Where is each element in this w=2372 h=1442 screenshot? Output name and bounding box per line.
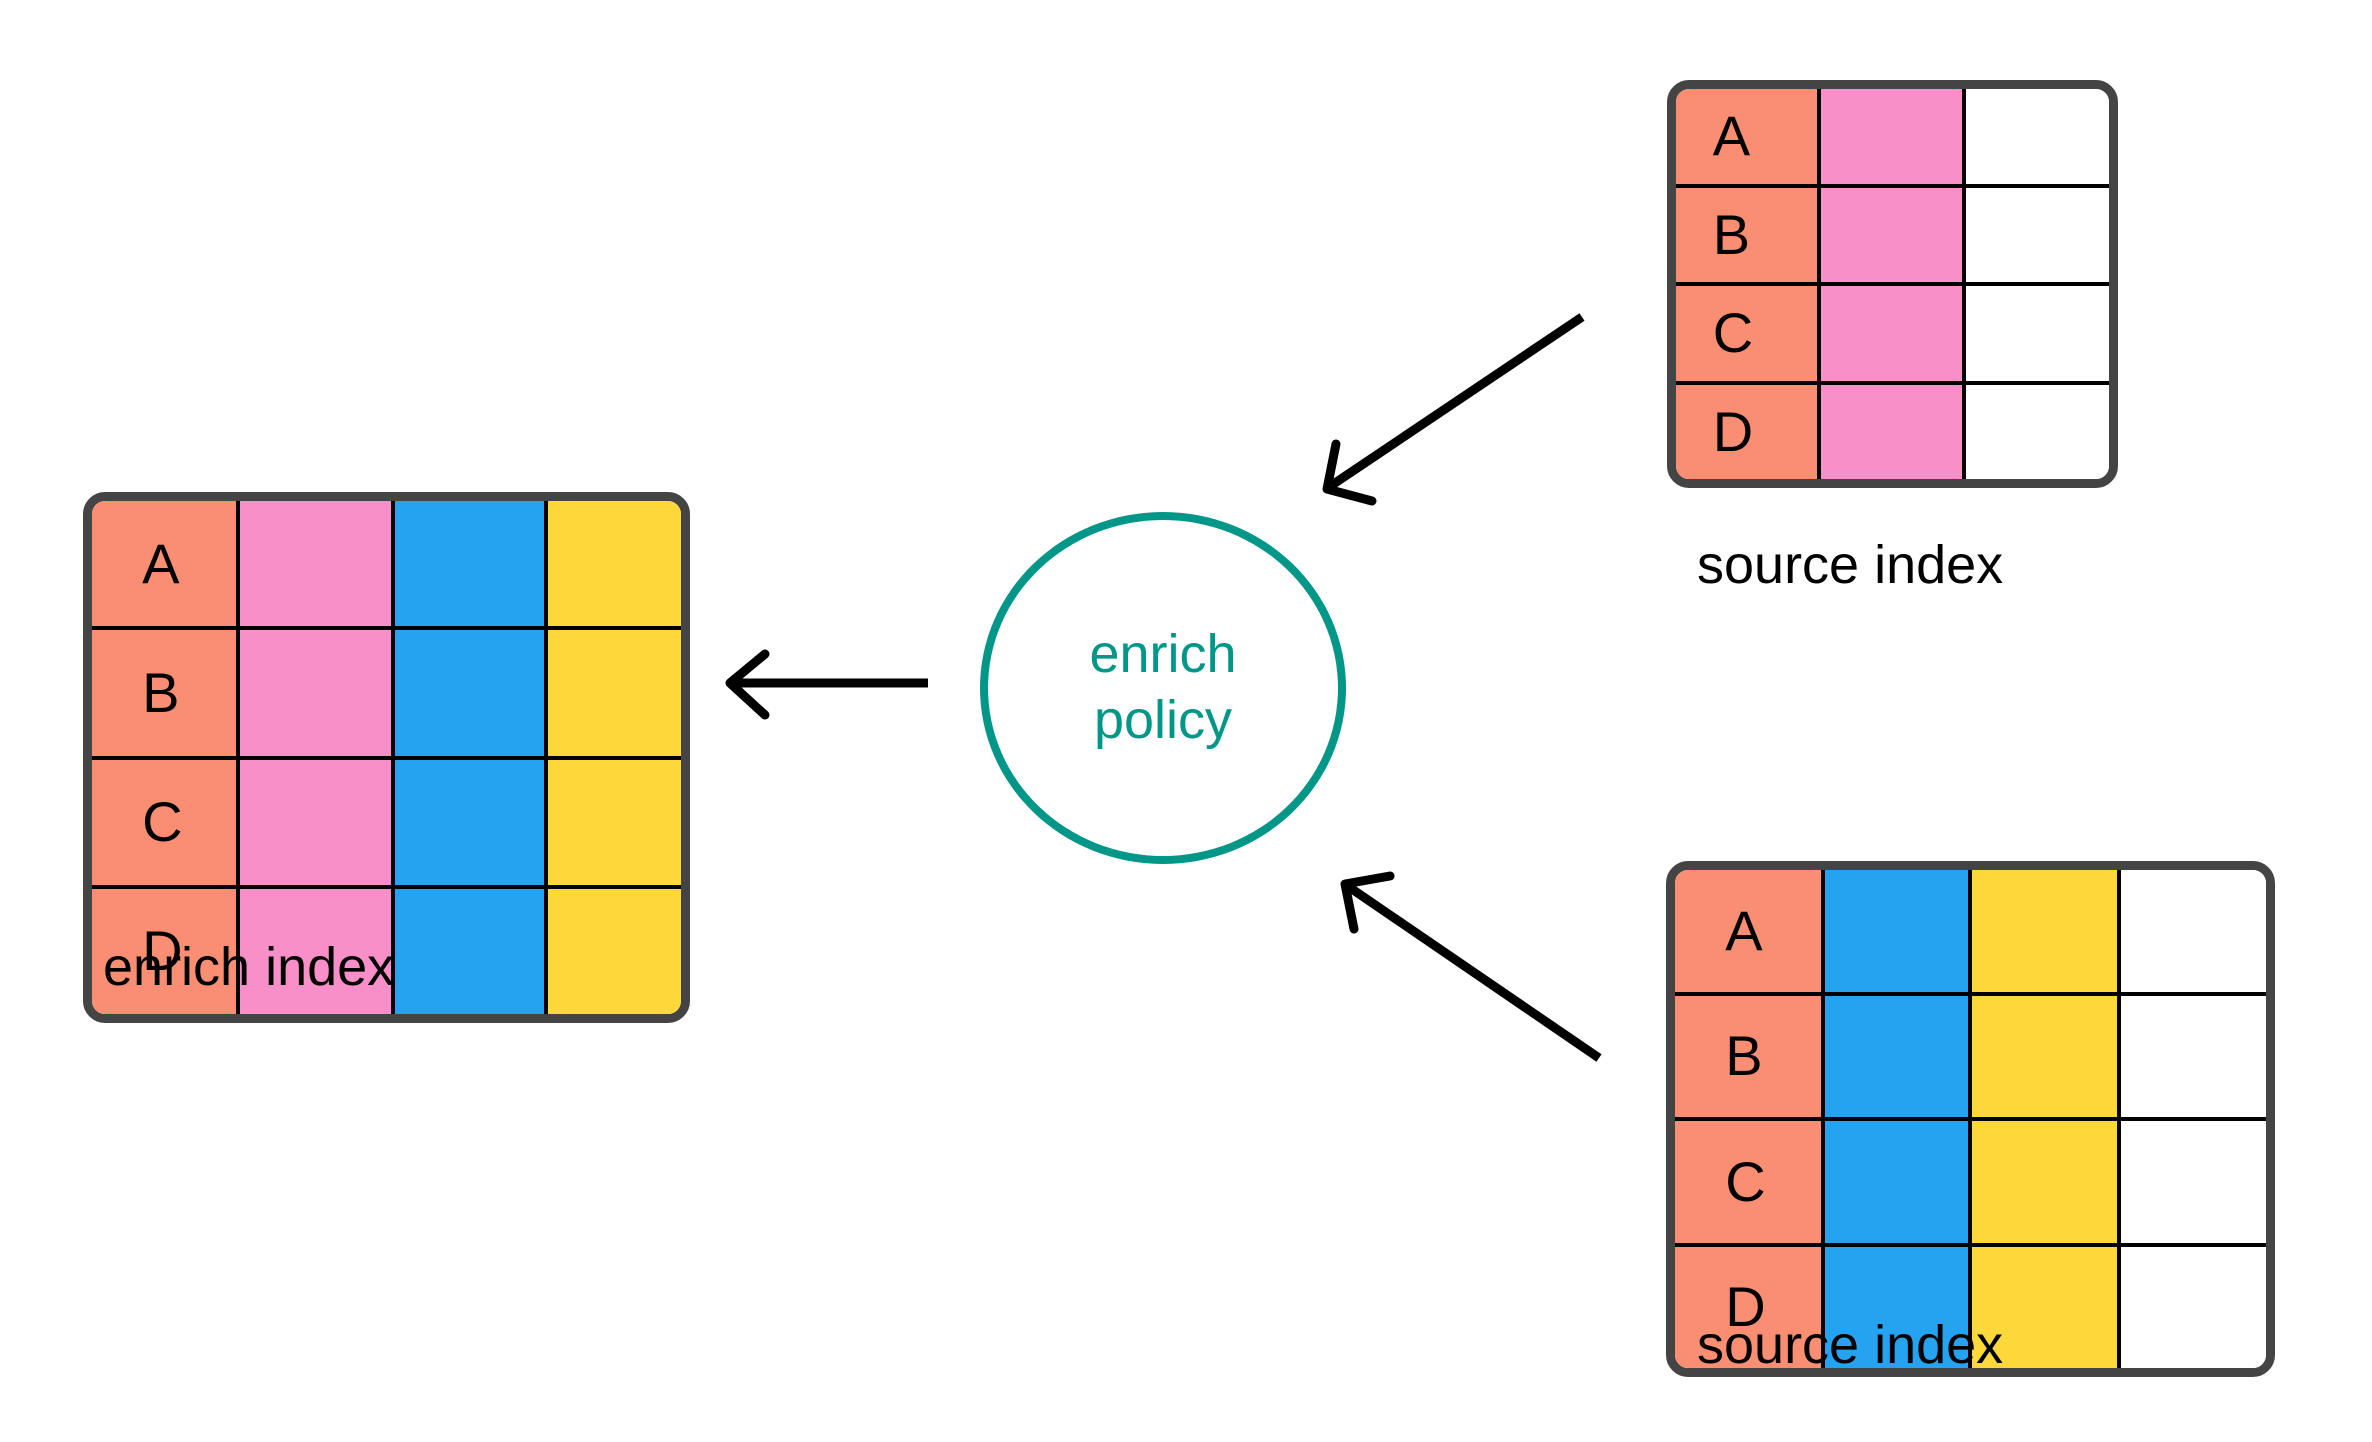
source-bottom-row-c-empty-cell <box>2120 1121 2266 1243</box>
source-top-row-d-empty-cell <box>1966 384 2109 479</box>
table-row: B <box>1675 995 2266 1121</box>
source-bottom-row-a-empty-cell <box>2120 870 2266 992</box>
source-top-row-d-pink-cell <box>1821 384 1967 479</box>
enrich-row-b-pink-cell <box>239 630 396 756</box>
table-row: D <box>1675 1246 2266 1368</box>
table-row: C <box>92 759 681 889</box>
source-top-row-c-key-cell: C <box>1676 286 1822 381</box>
enrich-index-caption: enrich index <box>103 937 395 997</box>
source-bottom-row-c-blue-cell <box>1824 1121 1973 1243</box>
table-row: A <box>1676 89 2109 188</box>
source-bottom-row-a-key-cell: A <box>1675 870 1825 992</box>
source-bottom-row-c-yellow-cell <box>1972 1121 2121 1243</box>
enrich-row-a-blue-cell <box>395 501 548 627</box>
source-bottom-row-b-key-cell: B <box>1675 995 1825 1117</box>
source-bottom-row-d-blue-cell <box>1824 1246 1973 1368</box>
source-index-bottom-table: A B C D <box>1666 861 2275 1377</box>
enrich-row-b-yellow-cell <box>547 630 681 756</box>
enrich-row-c-key-cell: C <box>92 759 240 885</box>
source-bottom-row-b-blue-cell <box>1824 995 1973 1117</box>
table-row: B <box>92 630 681 760</box>
table-row: B <box>1676 187 2109 286</box>
source-top-row-d-key-cell: D <box>1676 384 1822 479</box>
table-row: A <box>1675 870 2266 996</box>
table-row: D <box>1676 384 2109 479</box>
enrich-row-a-yellow-cell <box>547 501 681 627</box>
source-bottom-row-d-yellow-cell <box>1972 1246 2121 1368</box>
enrich-row-c-blue-cell <box>395 759 548 885</box>
table-row: C <box>1676 286 2109 385</box>
source-bottom-row-a-yellow-cell <box>1972 870 2121 992</box>
enrich-row-d-key-cell: D <box>92 888 240 1014</box>
enrich-policy-label-line1: enrich <box>1089 624 1237 685</box>
enrich-index-table: A B C D <box>83 492 690 1023</box>
table-row: A <box>92 501 681 631</box>
source-top-row-c-pink-cell <box>1821 286 1967 381</box>
enrich-row-a-pink-cell <box>239 501 396 627</box>
source-index-top-table: A B C D <box>1667 80 2118 488</box>
table-row: C <box>1675 1121 2266 1247</box>
source-top-row-c-empty-cell <box>1966 286 2109 381</box>
source-bottom-row-d-empty-cell <box>2120 1246 2266 1368</box>
enrich-row-b-key-cell: B <box>92 630 240 756</box>
enrich-row-c-pink-cell <box>239 759 396 885</box>
source-top-row-a-pink-cell <box>1821 89 1967 184</box>
source-index-top-caption: source index <box>1697 535 2004 595</box>
enrich-row-a-key-cell: A <box>92 501 240 627</box>
enrich-row-b-blue-cell <box>395 630 548 756</box>
source-bottom-row-c-key-cell: C <box>1675 1121 1825 1243</box>
enrich-row-d-blue-cell <box>395 888 548 1014</box>
source-top-row-b-key-cell: B <box>1676 187 1822 282</box>
enrich-row-c-yellow-cell <box>547 759 681 885</box>
source-bottom-row-d-key-cell: D <box>1675 1246 1825 1368</box>
source-top-row-b-pink-cell <box>1821 187 1967 282</box>
enrich-row-d-yellow-cell <box>547 888 681 1014</box>
enrich-policy-label-line2: policy <box>1093 690 1233 750</box>
source-top-row-a-empty-cell <box>1966 89 2109 184</box>
source-bottom-row-b-empty-cell <box>2120 995 2266 1117</box>
table-row: D <box>92 888 681 1014</box>
source-bottom-row-b-yellow-cell <box>1972 995 2121 1117</box>
enrich-row-d-pink-cell <box>239 888 396 1014</box>
source-index-bottom-caption: source index <box>1697 1315 2004 1375</box>
source-top-row-b-empty-cell <box>1966 187 2109 282</box>
enrich-policy-node: enrich policy <box>980 512 1346 864</box>
source-top-row-a-key-cell: A <box>1676 89 1822 184</box>
source-bottom-row-a-blue-cell <box>1824 870 1973 992</box>
